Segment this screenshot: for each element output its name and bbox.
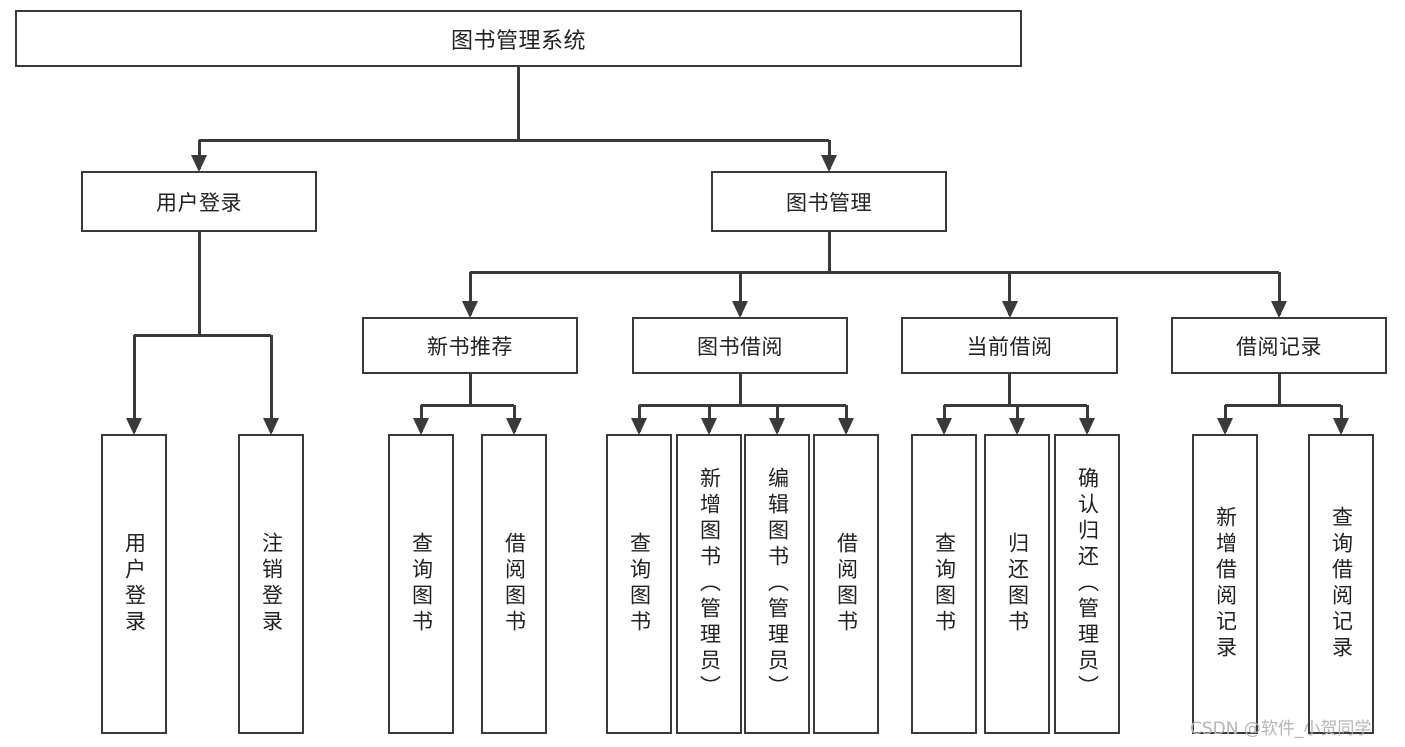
- node-label: 归还图书: [1005, 532, 1030, 636]
- node-leaf-add-book-admin[interactable]: 新增图书（管理员）: [676, 434, 742, 734]
- connector-branch: [738, 272, 742, 315]
- connector-branch: [132, 335, 136, 432]
- connector-bus: [1225, 403, 1341, 407]
- arrow-head-icon: [1217, 418, 1233, 435]
- node-leaf-logout[interactable]: 注销登录: [238, 434, 304, 734]
- node-label: 编辑图书（管理员）: [765, 467, 790, 701]
- node-leaf-add-borrow-record[interactable]: 新增借阅记录: [1192, 434, 1258, 734]
- connector-branch: [468, 272, 472, 315]
- node-label: 当前借阅: [966, 334, 1053, 359]
- connector-stem: [197, 232, 201, 335]
- node-label: 注销登录: [259, 532, 284, 636]
- node-label: 图书借阅: [697, 334, 783, 359]
- arrow-head-icon: [191, 155, 207, 172]
- connector-bus: [134, 333, 271, 337]
- connector-branch: [827, 140, 831, 169]
- connector-bus: [421, 403, 514, 407]
- arrow-head-icon: [462, 301, 478, 318]
- node-label: 新书推荐: [427, 334, 513, 359]
- arrow-head-icon: [413, 418, 429, 435]
- node-current-borrowing[interactable]: 当前借阅: [901, 317, 1118, 374]
- node-borrowing-records[interactable]: 借阅记录: [1171, 317, 1387, 374]
- arrow-head-icon: [769, 418, 785, 435]
- node-root-book-management-system[interactable]: 图书管理系统: [15, 10, 1022, 67]
- node-label: 用户登录: [122, 532, 147, 636]
- node-leaf-query-books-borrow[interactable]: 查询图书: [606, 434, 672, 734]
- arrow-head-icon: [263, 418, 279, 435]
- arrow-head-icon: [1333, 418, 1349, 435]
- node-label: 查询图书: [627, 532, 652, 636]
- node-label: 查询借阅记录: [1329, 506, 1354, 662]
- arrow-head-icon: [732, 301, 748, 318]
- arrow-head-icon: [506, 418, 522, 435]
- node-new-book-recommendation[interactable]: 新书推荐: [362, 317, 578, 374]
- node-leaf-borrow-books[interactable]: 借阅图书: [813, 434, 879, 734]
- arrow-head-icon: [1001, 301, 1018, 318]
- arrow-head-icon: [1271, 301, 1287, 318]
- node-label: 图书管理系统: [450, 28, 586, 54]
- connector-branch: [1277, 272, 1281, 315]
- node-book-management[interactable]: 图书管理: [711, 171, 947, 232]
- node-leaf-return-books[interactable]: 归还图书: [984, 434, 1050, 734]
- node-label: 借阅图书: [502, 532, 527, 636]
- node-label: 确认归还（管理员）: [1075, 467, 1100, 701]
- connector-branch: [269, 335, 273, 432]
- node-leaf-confirm-return-admin[interactable]: 确认归还（管理员）: [1054, 434, 1120, 734]
- node-label: 用户登录: [156, 190, 242, 215]
- node-user-login[interactable]: 用户登录: [81, 171, 317, 232]
- node-leaf-user-login[interactable]: 用户登录: [101, 434, 167, 734]
- connector-stem: [1008, 374, 1011, 405]
- node-leaf-query-books-recommend[interactable]: 查询图书: [388, 434, 454, 734]
- connector-bus: [470, 270, 1279, 274]
- node-leaf-edit-book-admin[interactable]: 编辑图书（管理员）: [744, 434, 810, 734]
- arrow-head-icon: [821, 155, 837, 172]
- connector-bus: [199, 138, 829, 142]
- node-label: 查询图书: [409, 532, 434, 636]
- arrow-head-icon: [701, 418, 717, 435]
- connector-branch: [197, 140, 201, 169]
- arrow-head-icon: [1009, 418, 1025, 435]
- node-label: 新增图书（管理员）: [697, 467, 722, 701]
- connector-stem: [468, 374, 472, 405]
- node-label: 图书管理: [786, 190, 872, 215]
- node-label: 借阅记录: [1236, 334, 1322, 359]
- connector-stem: [827, 232, 831, 272]
- connector-stem: [738, 374, 742, 405]
- connector-branch: [1008, 272, 1011, 315]
- node-leaf-query-books-current[interactable]: 查询图书: [911, 434, 977, 734]
- arrow-head-icon: [1079, 418, 1095, 435]
- connector-stem: [517, 67, 520, 140]
- node-book-borrowing[interactable]: 图书借阅: [632, 317, 848, 374]
- arrow-head-icon: [838, 418, 854, 435]
- arrow-head-icon: [631, 418, 647, 435]
- csdn-watermark: CSDN @软件_小贺同学: [1190, 719, 1372, 739]
- arrow-head-icon: [936, 418, 952, 435]
- arrow-head-icon: [126, 418, 142, 435]
- connector-bus: [639, 403, 846, 407]
- connector-stem: [1277, 374, 1281, 405]
- node-label: 查询图书: [932, 532, 957, 636]
- node-label: 借阅图书: [834, 532, 859, 636]
- node-label: 新增借阅记录: [1213, 506, 1238, 662]
- node-leaf-borrow-books-recommend[interactable]: 借阅图书: [481, 434, 547, 734]
- node-leaf-query-borrow-record[interactable]: 查询借阅记录: [1308, 434, 1374, 734]
